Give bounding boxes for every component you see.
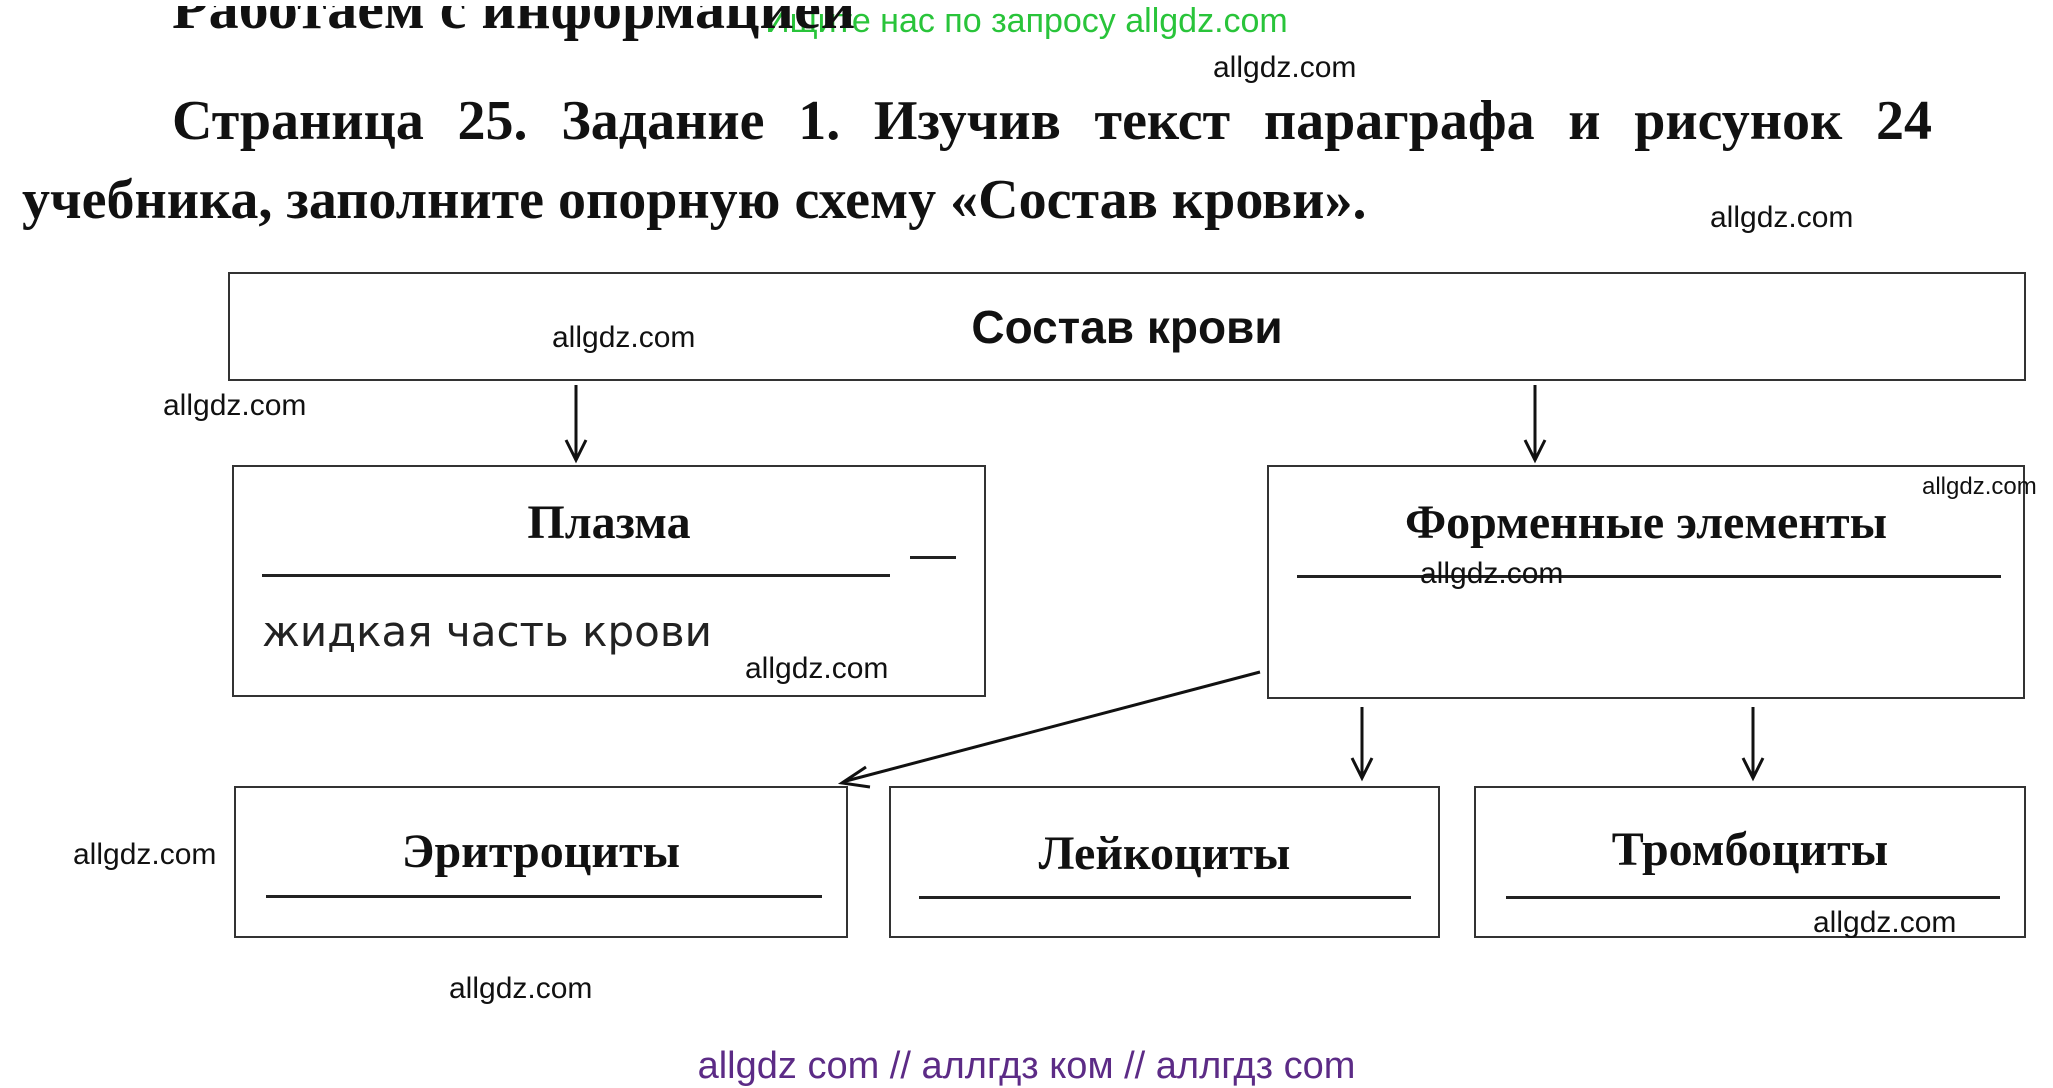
- task-text: Страница 25. Задание 1. Изучив текст пар…: [22, 82, 1932, 240]
- watermark: allgdz.com: [552, 321, 696, 354]
- watermark: allgdz.com: [73, 838, 217, 871]
- formed-elements-title: Форменные элементы: [1404, 496, 1888, 549]
- erythrocytes-fill-line: [266, 895, 822, 898]
- plasma-fill-line: [262, 574, 890, 577]
- plasma-answer: жидкая часть крови: [262, 607, 712, 656]
- root-box: Состав крови: [228, 272, 2026, 381]
- plasma-title: Плазма: [527, 496, 691, 549]
- thrombocytes-fill-line: [1506, 896, 2000, 899]
- task-line-1: Страница 25. Задание 1. Изучив текст пар…: [172, 90, 1932, 152]
- erythrocytes-box: Эритроциты: [234, 786, 848, 938]
- watermark: allgdz.com: [1922, 473, 2037, 500]
- leukocytes-box: Лейкоциты: [889, 786, 1440, 938]
- section-heading-cut: Работаем с информацией: [172, 6, 856, 41]
- watermark: allgdz.com: [745, 652, 889, 685]
- plasma-box: Плазма жидкая часть крови: [232, 465, 986, 697]
- top-banner-link[interactable]: Ищите нас по запросу allgdz.com: [765, 2, 1288, 40]
- formed-fill-line: [1297, 575, 2001, 578]
- leukocytes-fill-line: [919, 896, 1411, 899]
- watermark: allgdz.com: [449, 972, 593, 1005]
- thrombocytes-box: Тромбоциты: [1474, 786, 2026, 938]
- watermark: allgdz.com: [1213, 51, 1357, 84]
- task-line-2: учебника, заполните опорную схему «Соста…: [22, 169, 1367, 231]
- root-label: Состав крови: [971, 301, 1283, 353]
- watermark: allgdz.com: [1420, 557, 1564, 590]
- leukocytes-title: Лейкоциты: [1038, 827, 1291, 880]
- footer-links[interactable]: allgdz com // аллгдз ком // аллгдз com: [697, 1045, 1356, 1087]
- formed-elements-box: Форменные элементы: [1267, 465, 2025, 699]
- erythrocytes-title: Эритроциты: [401, 825, 681, 878]
- watermark: allgdz.com: [1813, 906, 1957, 939]
- thrombocytes-title: Тромбоциты: [1611, 823, 1889, 876]
- plasma-dash: [910, 556, 956, 559]
- arrow-formed-to-erythrocytes: [845, 670, 1261, 783]
- watermark: allgdz.com: [1710, 201, 1854, 234]
- watermark: allgdz.com: [163, 389, 307, 422]
